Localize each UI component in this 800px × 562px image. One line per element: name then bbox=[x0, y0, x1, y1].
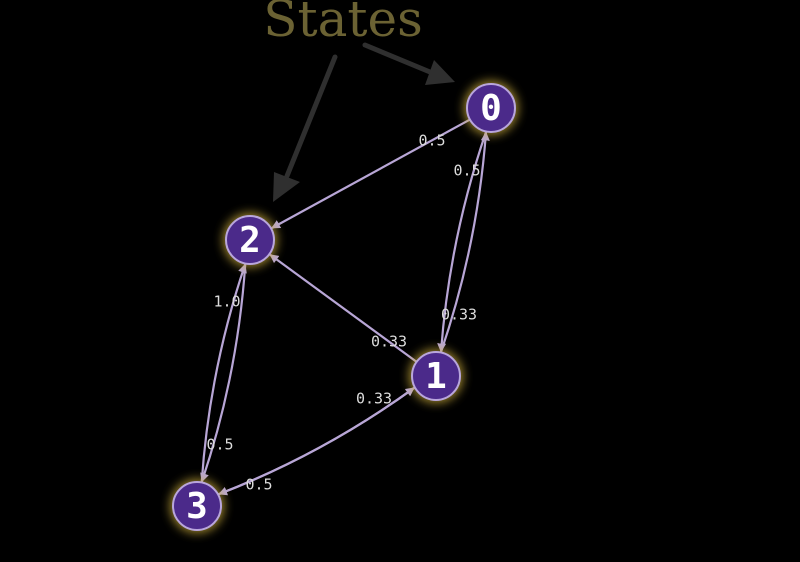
edge-0-to-2 bbox=[271, 118, 471, 229]
edge-1-to-2 bbox=[269, 253, 418, 363]
edge-label-2-to-3: 1.0 bbox=[213, 293, 240, 311]
title-pointer-arrow-to-state-2 bbox=[273, 54, 338, 202]
node-label: 3 bbox=[186, 486, 208, 527]
edges bbox=[200, 118, 490, 496]
node-circle bbox=[466, 83, 516, 133]
edge-3-to-1 bbox=[217, 387, 415, 496]
state-node-1[interactable]: 1 bbox=[409, 349, 463, 403]
edge-label-0-to-2: 0.5 bbox=[418, 132, 445, 150]
edge-label-1-to-0: 0.33 bbox=[441, 306, 477, 324]
node-circle bbox=[411, 351, 461, 401]
title-pointer-arrow-to-state-0 bbox=[362, 42, 455, 85]
edge-label-3-to-2: 0.5 bbox=[206, 436, 233, 454]
state-node-3[interactable]: 3 bbox=[170, 479, 224, 533]
edge-3-to-2 bbox=[200, 263, 247, 483]
edge-1-to-0 bbox=[439, 131, 490, 353]
node-label: 0 bbox=[480, 88, 502, 129]
node-label: 2 bbox=[239, 220, 261, 261]
edge-0-to-1 bbox=[437, 131, 488, 353]
state-node-0[interactable]: 0 bbox=[464, 81, 518, 135]
node-circle bbox=[225, 215, 275, 265]
nodes: 0 1 2 3 bbox=[170, 81, 518, 533]
edge-label-0-to-1: 0.5 bbox=[453, 162, 480, 180]
edge-label-1-to-2: 0.33 bbox=[371, 333, 407, 351]
edge-label-3-to-1: 0.5 bbox=[245, 476, 272, 494]
node-label: 1 bbox=[425, 356, 447, 397]
diagram-title: States bbox=[263, 0, 423, 48]
edge-labels: 0.5 0.5 0.33 0.33 0.33 1.0 0.5 0.5 bbox=[206, 132, 480, 494]
edge-2-to-3 bbox=[200, 263, 247, 483]
state-node-2[interactable]: 2 bbox=[223, 213, 277, 267]
edge-label-1-to-3: 0.33 bbox=[356, 390, 392, 408]
node-circle bbox=[172, 481, 222, 531]
